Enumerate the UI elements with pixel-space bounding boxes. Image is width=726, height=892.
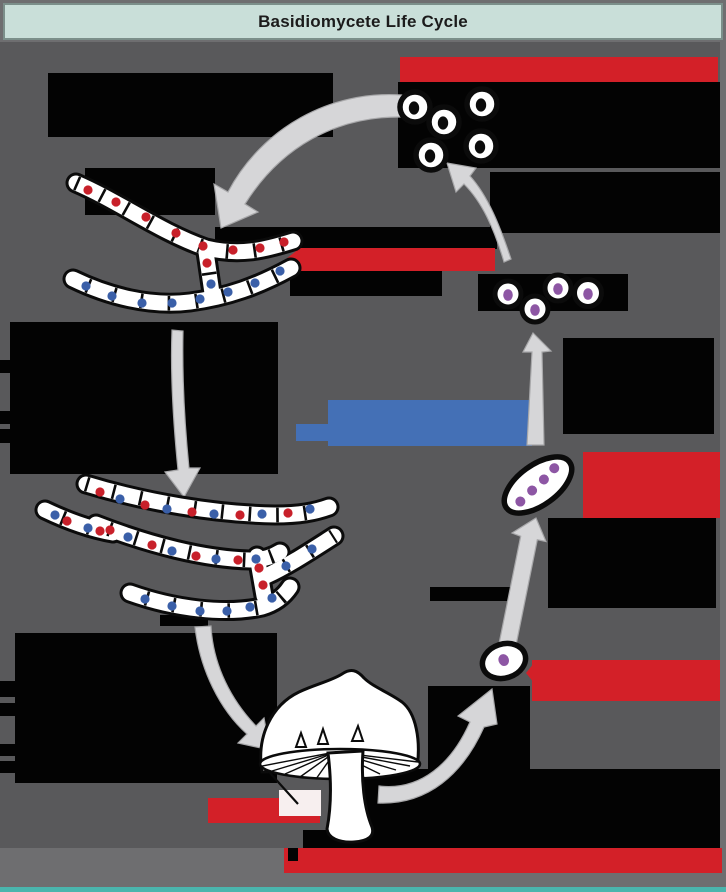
redacted-block-top-left	[48, 73, 333, 137]
germinating-basidiospores	[397, 86, 500, 173]
bottom-accent-line	[0, 887, 726, 892]
mushroom-stipe	[325, 749, 375, 844]
dikaryotic-nuclei-pairs	[50, 487, 317, 616]
redacted-block-mid-right	[563, 338, 714, 434]
red-label-zygote	[526, 660, 720, 701]
haploid-hyphae	[62, 172, 304, 314]
arrow-spores-up	[446, 162, 512, 263]
basidiospores-released	[492, 272, 604, 325]
arrow-mushroom-to-zygote	[377, 687, 498, 804]
redacted-block-right-upper	[490, 172, 720, 233]
arrow-hyphae-down	[163, 329, 202, 499]
redacted-block-plasmogamy-below	[290, 269, 442, 296]
pointer-highlight-box	[279, 790, 321, 816]
arrow-zygote-to-basidium	[497, 517, 548, 650]
red-label-basidium	[583, 452, 720, 518]
page-title: Basidiomycete Life Cycle	[258, 11, 468, 31]
redacted-block-mid-left	[10, 322, 278, 474]
blue-label-center	[296, 400, 532, 446]
zygote-cell	[479, 640, 529, 682]
haploid-red-nuclei	[83, 185, 289, 268]
redacted-block-right-lower	[548, 518, 716, 608]
gill-label-pointer	[269, 772, 321, 816]
red-label-bottom-center	[284, 848, 722, 873]
basidium-four-nuclei	[501, 454, 575, 516]
dikaryotic-mycelium	[34, 473, 345, 621]
arrow-spores-to-hyphae	[213, 93, 403, 229]
mushroom-basidiocarp	[258, 669, 422, 844]
redacted-block-zygote-small	[430, 587, 510, 601]
red-label-top-right	[400, 57, 718, 82]
haploid-blue-nuclei	[81, 266, 285, 308]
title-bar: Basidiomycete Life Cycle	[3, 3, 723, 40]
arrow-basidium-to-spores	[522, 331, 553, 446]
red-label-plasmogamy	[286, 248, 495, 271]
